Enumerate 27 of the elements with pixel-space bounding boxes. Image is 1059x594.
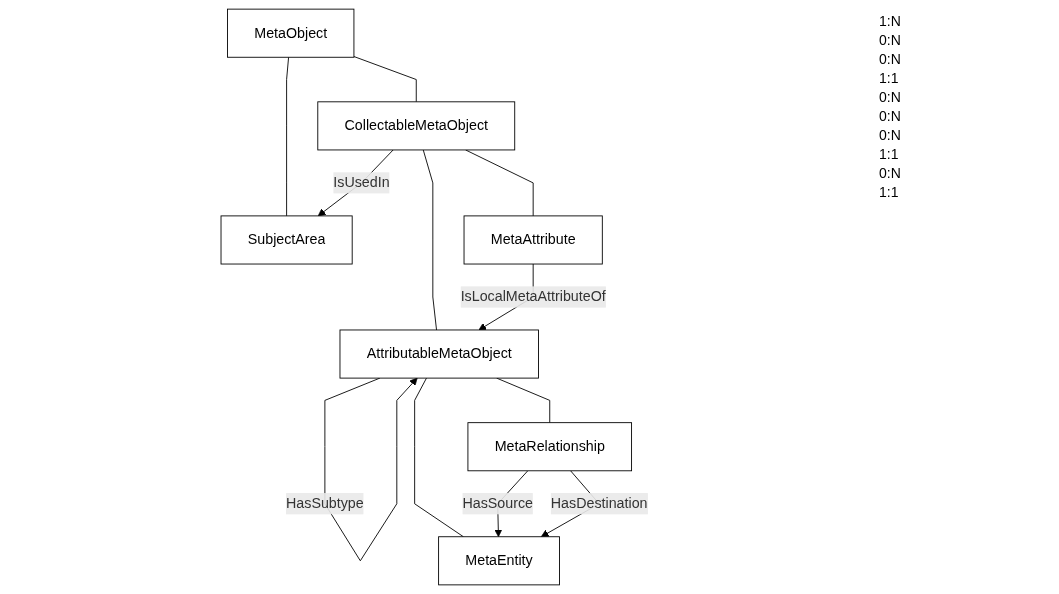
node-box: AttributableMetaObject <box>339 329 540 379</box>
node-box: CollectableMetaObject <box>317 101 516 151</box>
connector <box>414 377 465 538</box>
cardinality-label: 0:N <box>879 51 902 67</box>
connector <box>465 149 534 217</box>
cardinality-label: 0:N <box>879 127 902 143</box>
edge-label: HasSource <box>462 495 534 511</box>
node-box: MetaRelationship <box>467 422 633 472</box>
connector <box>423 149 438 331</box>
node-box: MetaObject <box>227 8 355 58</box>
cardinality-label: 0:N <box>879 89 902 105</box>
edge-label: IsUsedIn <box>333 174 390 191</box>
cardinality-label: 1:1 <box>879 146 900 162</box>
connector <box>353 56 417 103</box>
node-box: MetaAttribute <box>463 215 603 265</box>
cardinality-label: 0:N <box>879 32 902 48</box>
edge-label: HasDestination <box>551 495 648 511</box>
node-box: SubjectArea <box>220 215 353 265</box>
edge-label: IsLocalMetaAttributeOf <box>460 288 606 305</box>
cardinality-label: 0:N <box>879 165 902 181</box>
cardinality-label: 1:N <box>879 13 902 29</box>
node-box: MetaEntity <box>438 536 561 586</box>
connector <box>286 56 290 217</box>
edge-label: HasSubtype <box>286 495 364 511</box>
cardinality-label: 1:1 <box>879 70 900 86</box>
cardinality-label: 0:N <box>879 108 902 124</box>
cardinality-label: 1:1 <box>879 184 900 200</box>
